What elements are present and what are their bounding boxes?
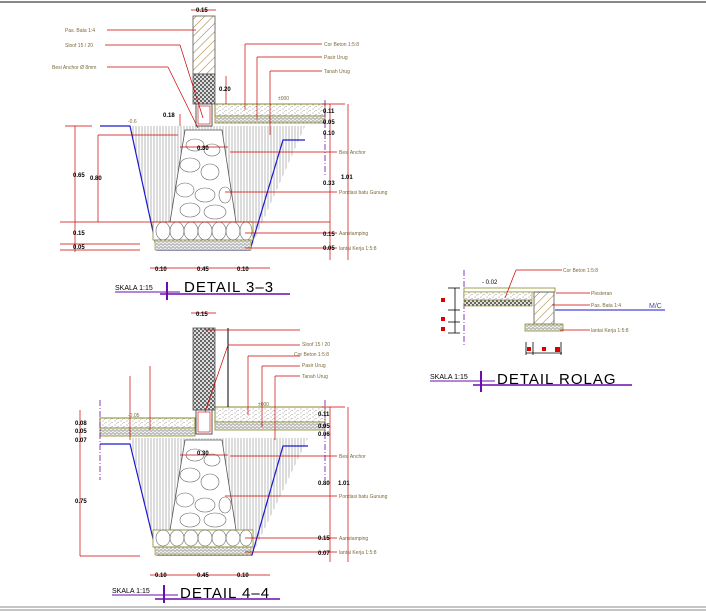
- label-screed: Cor Beton 1:5:8: [294, 352, 329, 358]
- detail-rolag: Cor Beton 1:5:8 Plesteran Pas. Bata 1:4 …: [430, 268, 665, 392]
- wall-plaster: [192, 327, 216, 411]
- dim-bottom: 0.10: [155, 573, 167, 579]
- dim-right: 0.07: [318, 551, 330, 557]
- label-stone-bed: Aanstamping: [339, 536, 368, 542]
- rolag-screed: [463, 291, 533, 301]
- label-screed: Cor Beton 1:5:8: [324, 42, 359, 48]
- sloof-beam: [195, 409, 213, 435]
- label-floor-level: ±000: [278, 96, 289, 102]
- dim-bottom: 0.10: [155, 267, 167, 273]
- dim-left: 0.05: [75, 429, 87, 435]
- dim-wall-width: 0.15: [196, 312, 208, 318]
- label-brick-wall: Pas. Bata 1:4: [65, 28, 95, 34]
- label-footing: Pondasi batu Gunung: [339, 190, 388, 196]
- sand-fill-right: [214, 421, 326, 431]
- scale-label: SKALA 1:15: [115, 285, 153, 292]
- dim-left: 0.75: [75, 499, 87, 505]
- dim-right: 1.01: [341, 175, 353, 181]
- label-brick: Pas. Bata 1:4: [591, 303, 621, 309]
- label-soil-fill: Tanah Urug: [302, 374, 328, 380]
- label-lean-concrete: lantai Kerja 1:5:8: [339, 550, 377, 556]
- dim-sloof-height: 0.20: [219, 87, 231, 93]
- dim-bottom: 0.45: [197, 573, 209, 579]
- dim-right: 0.05: [323, 246, 335, 252]
- dim-right: 0.15: [323, 232, 335, 238]
- label-level: - 0.02: [482, 280, 498, 286]
- dim-footing-top: 0.30: [197, 146, 209, 152]
- label-lean-concrete: lantai Kerja 1:5:8: [339, 246, 377, 252]
- dim-left: 0.07: [75, 438, 87, 444]
- sloof-beam: [195, 103, 213, 127]
- label-anchor: Besi Anchor: [339, 150, 366, 156]
- detail-title: DETAIL 3–3: [184, 279, 274, 296]
- scale-label: SKALA 1:15: [112, 588, 150, 595]
- floor-screed-left: [99, 417, 196, 429]
- label-outer-level: -0.05: [128, 413, 140, 419]
- dim-right: 0.80: [318, 481, 330, 487]
- floor-screed-right: [214, 406, 326, 423]
- dim-right: 0.11: [318, 412, 330, 418]
- detail-3-3: Pas. Bata 1:4 Sloof 15 / 20 Besi Anchor …: [52, 8, 388, 300]
- dim-right: 0.11: [323, 109, 335, 115]
- dim-left: 0.08: [75, 421, 87, 427]
- lean-concrete: [154, 239, 252, 251]
- label-finish: Plesteran: [591, 291, 612, 297]
- dim-wall-width: 0.15: [196, 8, 208, 14]
- label-screed: Cor Beton 1:5:8: [563, 268, 598, 274]
- label-lean-concrete: lantai Kerja 1:5:8: [591, 328, 629, 334]
- label-sloof: Sloof 15 / 20: [302, 342, 330, 348]
- dim-right: 0.06: [318, 432, 330, 438]
- dim-bottom: 0.10: [237, 573, 249, 579]
- label-sand-fill: Pasir Urug: [324, 55, 348, 61]
- lean-concrete: [154, 546, 252, 556]
- dim-left: 0.65: [73, 173, 85, 179]
- dim-right: 0.15: [318, 536, 330, 542]
- scale-label: SKALA 1:15: [430, 374, 468, 381]
- dim-right: 0.05: [318, 424, 330, 430]
- label-ground-level: -0.6: [128, 119, 137, 125]
- dim-left: 0.05: [73, 245, 85, 251]
- dim-left: 0.80: [90, 176, 102, 182]
- sand-fill-left: [99, 427, 196, 437]
- detail-title: DETAIL ROLAG: [497, 371, 617, 388]
- label-stone-bed: Aanstamping: [339, 231, 368, 237]
- dim-footing-top: 0.30: [197, 451, 209, 457]
- brick-wall: [192, 15, 216, 75]
- label-anchor: Besi Anchor: [339, 454, 366, 460]
- label-sloof: Sloof 15 / 20: [65, 43, 93, 49]
- label-footing: Pondasi batu Gunung: [339, 494, 388, 500]
- label-anchor-bar: Besi Anchor Ø 8mm: [52, 65, 96, 71]
- label-mark: M/C: [649, 303, 662, 310]
- label-sand-fill: Pasir Urug: [302, 363, 326, 369]
- label-floor-level: ±000: [258, 402, 269, 408]
- label-soil-fill: Tanah Urug: [324, 69, 350, 75]
- rolag-lean-concrete: [524, 323, 564, 332]
- dim-right: 0.33: [323, 181, 335, 187]
- detail-title: DETAIL 4–4: [180, 585, 270, 602]
- detail-4-4: Sloof 15 / 20 Cor Beton 1:5:8 Pasir Urug…: [75, 312, 388, 603]
- dim-right: 0.10: [323, 131, 335, 137]
- dim-right: 1.01: [338, 481, 350, 487]
- dim-left: 0.15: [73, 231, 85, 237]
- dim-right: 0.05: [323, 120, 335, 126]
- dim-bottom: 0.45: [197, 267, 209, 273]
- dim-sloof-drop: 0.18: [163, 113, 175, 119]
- wall-plaster-base: [192, 73, 216, 105]
- dim-bottom: 0.10: [237, 267, 249, 273]
- rolag-brick: [533, 291, 555, 325]
